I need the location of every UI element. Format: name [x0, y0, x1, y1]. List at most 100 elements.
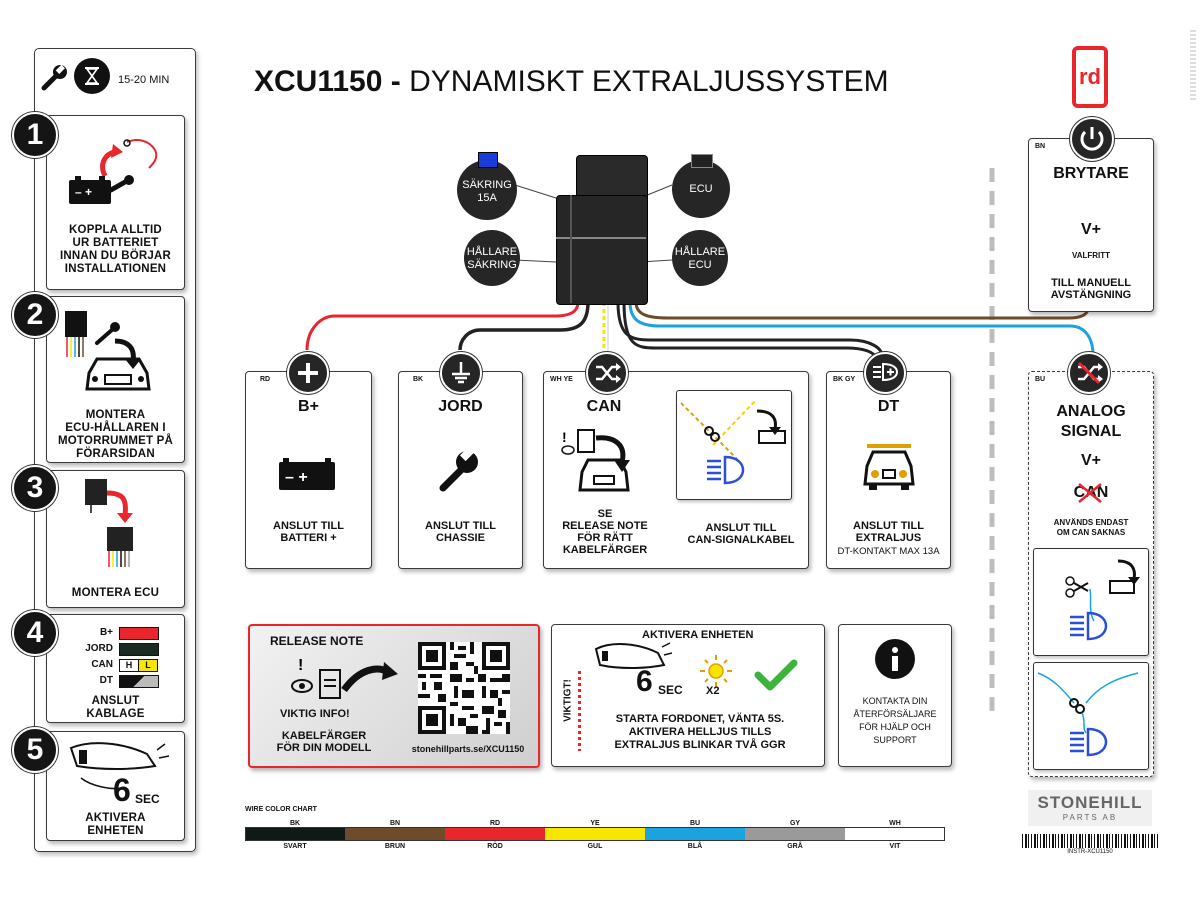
step-1-line-3: INNAN DU BÖRJAR	[60, 250, 171, 262]
dt-tag: BK GY	[833, 376, 856, 383]
ground-icon	[440, 352, 482, 394]
ecu-circle: ECU	[672, 154, 730, 218]
ecu-mount-icon	[77, 475, 157, 575]
chart-swatch-wh	[845, 828, 944, 840]
activate-desc-1: STARTA FORDONET, VÄNTA 5S.	[615, 713, 785, 725]
bplus-desc-2: BATTERI +	[280, 532, 337, 544]
step-2-card: MONTERA ECU-HÅLLAREN I MOTORRUMMET PÅ FÖ…	[46, 296, 185, 463]
release-note-info: VIKTIG INFO!	[280, 708, 350, 720]
can-tag: WH YE	[550, 376, 573, 383]
hallare-ecu-line-1: HÅLLARE	[674, 246, 726, 258]
wire-label-can: CAN	[91, 659, 113, 670]
activate-x2: X2	[706, 685, 720, 697]
wire-swatch-bplus	[119, 627, 159, 640]
ecu-side-bar	[570, 195, 572, 303]
plus-icon	[287, 352, 329, 394]
chart-name-bk: SVART	[283, 843, 307, 850]
qr-code[interactable]	[418, 642, 510, 734]
step-5-line-1: AKTIVERA	[85, 812, 146, 824]
doc-vertical-mark	[1190, 30, 1196, 100]
chart-name-bu: BLÅ	[687, 843, 703, 850]
bplus-tag: RD	[260, 376, 271, 383]
wire-chart-border	[245, 827, 945, 841]
svg-text:!: !	[298, 657, 303, 674]
battery-icon: – +	[279, 452, 337, 497]
step-1-number: 1	[12, 112, 58, 158]
jord-tag: BK	[413, 376, 424, 383]
dt-title: DT	[877, 398, 900, 415]
step-3-line-1: MONTERA ECU	[71, 587, 160, 599]
wire-swatch-can-h: H	[119, 659, 139, 672]
step-1-line-2: UR BATTERIET	[72, 237, 159, 249]
bplus-card: RD B+ – + ANSLUT TILL BATTERI +	[245, 371, 372, 569]
chart-code-bu: BU	[689, 820, 701, 827]
wire-swatch-can-l: L	[138, 659, 158, 672]
sun-icon	[698, 653, 734, 694]
wire-label-jord: JORD	[85, 643, 113, 654]
wire-label-bplus: B+	[99, 627, 113, 638]
release-note-title: RELEASE NOTE	[270, 634, 364, 648]
step-2-line-3: MOTORRUMMET PÅ	[57, 435, 174, 447]
brytare-card: BN BRYTARE V+ VALFRITT TILL MANUELL AVST…	[1028, 138, 1154, 312]
hallare-sakring-line-1: HÅLLARE	[466, 246, 518, 258]
checkmark-icon	[754, 657, 798, 698]
wire-dt-1	[616, 301, 884, 357]
step-5-card: 6 SEC AKTIVERA ENHETEN	[46, 731, 185, 841]
chart-name-ye: GUL	[587, 843, 603, 850]
brytare-vplus: V+	[1080, 221, 1101, 238]
analog-connect-inset	[1033, 662, 1149, 770]
chart-swatch-gy	[745, 828, 845, 840]
step-2-line-4: FÖRARSIDAN	[76, 448, 155, 460]
analog-shuffle-icon	[1068, 352, 1110, 394]
bplus-desc-1: ANSLUT TILL	[273, 520, 344, 532]
stonehill-name: STONEHILL	[1037, 793, 1143, 812]
chart-name-bn: BRUN	[384, 843, 406, 850]
brytare-valfritt: VALFRITT	[1071, 251, 1111, 260]
activate-desc-3: EXTRALJUS BLINKAR TVÅ GGR	[614, 739, 786, 751]
chart-swatch-bn	[345, 828, 445, 840]
step-5-sec-unit: SEC	[135, 792, 160, 806]
chart-code-rd: RD	[489, 820, 501, 827]
analog-cut-inset	[1033, 548, 1149, 656]
chart-swatch-bu	[645, 828, 745, 840]
info-icon-stem	[892, 656, 898, 671]
install-time: 15-20 MIN	[118, 74, 170, 86]
can-title: CAN	[586, 398, 622, 415]
step-2-line-2: ECU-HÅLLAREN I	[65, 422, 166, 434]
dt-desc-2: EXTRALJUS	[855, 532, 922, 544]
can-crossed-icon	[1069, 482, 1113, 509]
contact-card: KONTAKTA DIN ÅTERFÖRSÄLJARE FÖR HJÄLP OC…	[838, 624, 952, 767]
battery-disconnect-icon: – +	[65, 134, 169, 214]
product-code: XCU1150	[254, 65, 383, 98]
barcode	[1022, 834, 1158, 848]
step-4-number: 4	[12, 610, 58, 656]
dt-sub: DT-KONTAKT MAX 13A	[837, 546, 940, 557]
activate-card: VIKTIGT! AKTIVERA ENHETEN 6 SEC X2 START…	[551, 624, 825, 767]
headlight-plus-icon	[864, 352, 906, 394]
stonehill-logo: STONEHILL PARTS AB	[1028, 790, 1152, 826]
contact-desc-4: SUPPORT	[873, 735, 917, 745]
analog-tag: BU	[1035, 376, 1046, 383]
chart-name-wh: VIT	[889, 843, 901, 850]
step-4-line-1: ANSLUT	[91, 695, 140, 707]
activate-vertical-text: VIKTIGT!	[562, 679, 574, 722]
brytare-desc-2: AVSTÄNGNING	[1050, 289, 1132, 301]
jord-card: BK JORD ANSLUT TILL CHASSIE	[398, 371, 523, 569]
step-3-number: 3	[12, 465, 58, 511]
chart-code-gy: GY	[789, 820, 801, 827]
can-left-desc-2: RELEASE NOTE	[562, 520, 648, 532]
contact-desc-3: FÖR HJÄLP OCH	[859, 722, 931, 732]
headlight-flash-icon	[61, 736, 171, 811]
step-1-line-1: KOPPLA ALLTID	[69, 224, 162, 236]
jord-desc-1: ANSLUT TILL	[425, 520, 496, 532]
analog-title-2: SIGNAL	[1060, 423, 1122, 440]
step-4-line-2: KABLAGE	[86, 708, 145, 720]
jord-desc-2: CHASSIE	[436, 532, 485, 544]
release-note-doc-icon: !	[288, 656, 400, 709]
svg-text:!: !	[562, 429, 567, 445]
chart-code-bk: BK	[289, 820, 301, 827]
can-left-desc-3: FÖR RÄTT	[577, 532, 633, 544]
activate-desc-2: AKTIVERA HELLJUS TILLS	[628, 726, 772, 738]
release-note-url[interactable]: stonehillparts.se/XCU1150	[411, 744, 525, 754]
hourglass-icon	[74, 58, 110, 94]
